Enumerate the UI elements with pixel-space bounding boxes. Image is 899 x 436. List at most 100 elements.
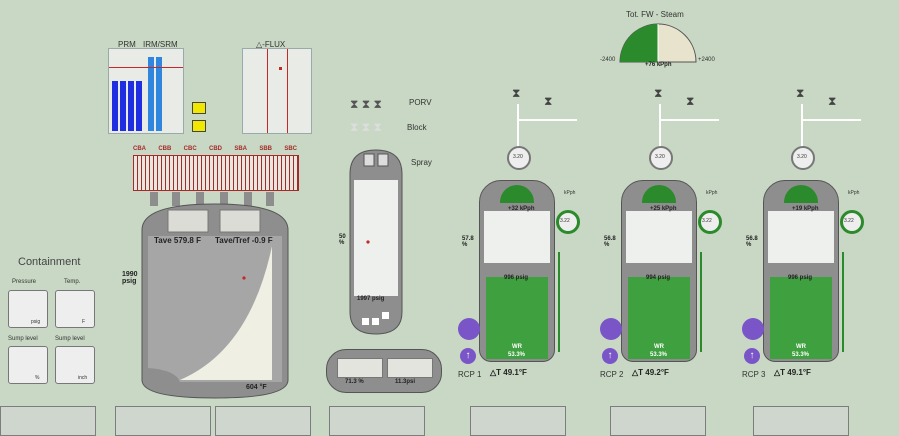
prm-bar [120, 81, 126, 131]
prm-bar [136, 81, 142, 131]
delta-t-label: △T 49.2°F [632, 368, 669, 377]
fw-steam-max: +2400 [698, 57, 715, 63]
sump-level-gauge: inch [55, 346, 95, 384]
steam-generator-3: ⧗ ⧗ 3.20 +19 kPph 56.8 % 996 psig WR 53.… [742, 86, 884, 386]
sg-level-window [484, 211, 550, 263]
relief-tank-pressure: 11.3psi [395, 379, 416, 385]
indicator-yellow [192, 120, 206, 132]
rod-group-label: CBD [208, 146, 222, 152]
fw-gauge: 3.22 [698, 210, 722, 234]
fw-flow-unit: kPph [706, 190, 718, 196]
pressurizer-vessel [349, 149, 403, 335]
steam-dump-valve-icon[interactable]: ⧗ [686, 94, 695, 108]
rod-group-labels: CBA CBB CBC CBD SBA SBB SBC [133, 146, 297, 154]
rcp-speed-gauge [600, 318, 622, 340]
relief-tank-window [337, 358, 383, 378]
steam-dump-valve-icon[interactable]: ⧗ [544, 94, 553, 108]
gauge-label: Sump level [8, 336, 38, 342]
block-label: Block [407, 123, 427, 132]
relief-tank-window [387, 358, 433, 378]
prm-bar [112, 81, 118, 131]
porv-valve-icons[interactable]: ⧗ ⧗ ⧗ [350, 97, 382, 111]
sg-water-region [770, 277, 832, 359]
pressure-gauge: 3.20 [791, 146, 815, 170]
sg-shell [621, 180, 697, 362]
gauge-label: Temp. [64, 279, 81, 285]
indicator-yellow [192, 102, 206, 114]
block-valve-icons[interactable]: ⧗ ⧗ ⧗ [350, 120, 382, 134]
rcp-label: RCP 2 [600, 370, 624, 379]
sg-wr-label: WR [654, 344, 664, 350]
delta-t-label: △T 49.1°F [774, 368, 811, 377]
main-steam-valve-icon[interactable]: ⧗ [512, 86, 521, 100]
sg-level: 57.8 % [462, 236, 474, 248]
reactor-temp: 604 °F [246, 384, 267, 391]
rod-group-label: CBC [183, 146, 197, 152]
bottom-panel[interactable] [0, 406, 96, 436]
irm-srm-label: IRM/SRM [143, 40, 178, 49]
temperature-gauge: F [55, 290, 95, 328]
delta-flux-panel [242, 48, 312, 134]
bottom-panel[interactable] [610, 406, 706, 436]
steam-line [517, 104, 519, 164]
reactor-vessel [141, 192, 289, 399]
gauge-unit: psig [31, 319, 41, 325]
rod-group-label: CBA [133, 146, 146, 152]
gauge-value: 3.20 [655, 154, 665, 160]
sg-pressure: 996 psig [788, 275, 813, 281]
gauge-value: 3.20 [513, 154, 523, 160]
reactor-tave: Tave 579.8 F [154, 236, 201, 245]
main-steam-valve-icon[interactable]: ⧗ [654, 86, 663, 100]
gauge-value: 3.22 [702, 218, 712, 224]
bottom-panel[interactable] [115, 406, 211, 436]
setpoint-line [109, 67, 183, 68]
sg-shell [479, 180, 555, 362]
sg-level: 56.8 % [604, 236, 616, 248]
pressurizer-level: 50 % [339, 234, 346, 246]
irm-bar [156, 57, 162, 131]
gauge-value: 3.20 [797, 154, 807, 160]
steam-generator-1: ⧗ ⧗ 3.20 +32 kPph 57.8 % 996 psig WR 53.… [458, 86, 600, 386]
steam-line [659, 119, 719, 121]
bottom-panel[interactable] [215, 406, 311, 436]
gauge-unit: % [35, 375, 40, 381]
rcp-start-button[interactable]: ↑ [602, 348, 618, 364]
bottom-panel[interactable] [470, 406, 566, 436]
rcp-start-button[interactable]: ↑ [744, 348, 760, 364]
rod-group-label: SBC [284, 146, 297, 152]
main-steam-valve-icon[interactable]: ⧗ [796, 86, 805, 100]
rcp-label: RCP 3 [742, 370, 766, 379]
steam-flow-value: +19 kPph [792, 206, 819, 212]
steam-dump-valve-icon[interactable]: ⧗ [828, 94, 837, 108]
flux-line [267, 49, 268, 133]
gauge-label: Pressure [12, 279, 37, 285]
bottom-panel[interactable] [329, 406, 425, 436]
sg-wr-value: 53.3% [792, 352, 810, 358]
feedwater-line [842, 252, 844, 352]
pressurizer-pressure: 1997 psig [357, 296, 385, 302]
steam-line [659, 104, 661, 164]
sg-water-region [628, 277, 690, 359]
gauge-label: Sump level [55, 336, 85, 342]
fw-steam-title: Tot. FW - Steam [626, 10, 684, 19]
steam-line [517, 119, 577, 121]
steam-flow-gauge [784, 185, 818, 203]
sg-water-region [486, 277, 548, 359]
prm-bars-panel [108, 48, 184, 134]
gauge-value: 3.22 [844, 218, 854, 224]
delta-t-label: △T 49.1°F [490, 368, 527, 377]
containment-title: Containment [18, 256, 81, 268]
fw-steam-min: -2400 [600, 57, 616, 63]
reactor-pressure: 1990 psig [122, 271, 138, 285]
fw-steam-gauge [619, 23, 697, 63]
rod-group-label: CBB [158, 146, 172, 152]
bottom-panel[interactable] [753, 406, 849, 436]
spray-label: Spray [411, 158, 432, 167]
sg-shell [763, 180, 839, 362]
relief-tank: 71.3 % 11.3psi [326, 349, 442, 393]
rod-group-label: SBA [234, 146, 247, 152]
pressure-gauge: 3.20 [649, 146, 673, 170]
sg-wr-value: 53.3% [508, 352, 526, 358]
fw-flow-unit: kPph [564, 190, 576, 196]
rcp-start-button[interactable]: ↑ [460, 348, 476, 364]
